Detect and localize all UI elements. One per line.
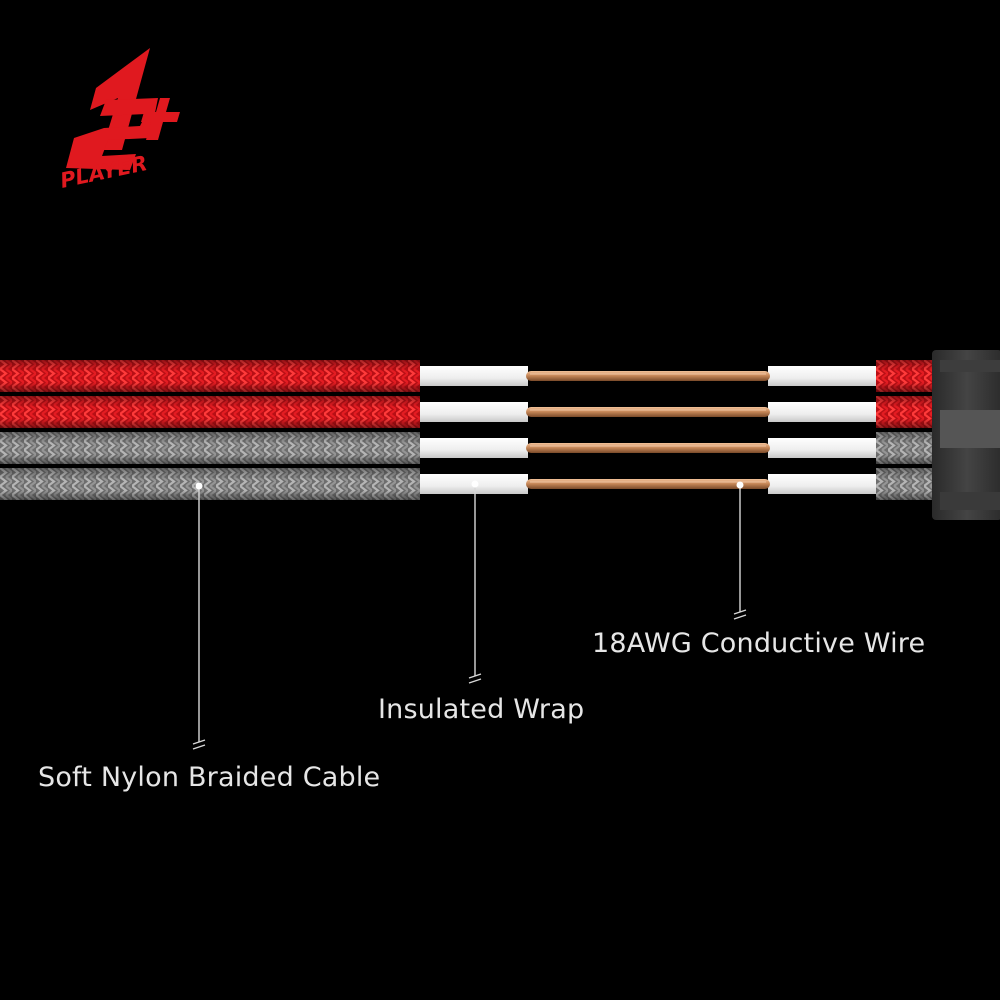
- copper-conductor: [526, 479, 770, 489]
- copper-conductor: [526, 443, 770, 453]
- insulation-segment: [420, 366, 528, 386]
- copper-conductor: [526, 407, 770, 417]
- logo-mark-icon: [66, 48, 180, 170]
- cable-row-1: [0, 360, 934, 392]
- connector-housing: [932, 350, 1000, 520]
- cable-row-2: [0, 396, 934, 428]
- cable-row-3: [0, 432, 934, 464]
- label-insulated-wrap: Insulated Wrap: [378, 694, 585, 725]
- callout-dot: [471, 480, 479, 488]
- copper-conductor: [526, 371, 770, 381]
- brand-logo: PLAYER: [58, 48, 180, 193]
- insulation-segment: [768, 474, 876, 494]
- cable-row-4: [0, 468, 934, 500]
- insulation-segment: [420, 438, 528, 458]
- label-soft-nylon-braided-cable: Soft Nylon Braided Cable: [38, 762, 381, 793]
- callout-soft-nylon: [192, 482, 206, 750]
- insulation-segment: [768, 366, 876, 386]
- insulation-segment: [420, 402, 528, 422]
- label-18awg-conductive-wire: 18AWG Conductive Wire: [592, 628, 926, 659]
- callout-insulated-wrap: [468, 480, 482, 684]
- callout-dot: [736, 481, 744, 489]
- cable-bundle: [0, 360, 934, 500]
- callout-dot: [195, 482, 203, 490]
- insulation-segment: [768, 402, 876, 422]
- callout-conductive-wire: [733, 481, 747, 620]
- insulation-segment: [768, 438, 876, 458]
